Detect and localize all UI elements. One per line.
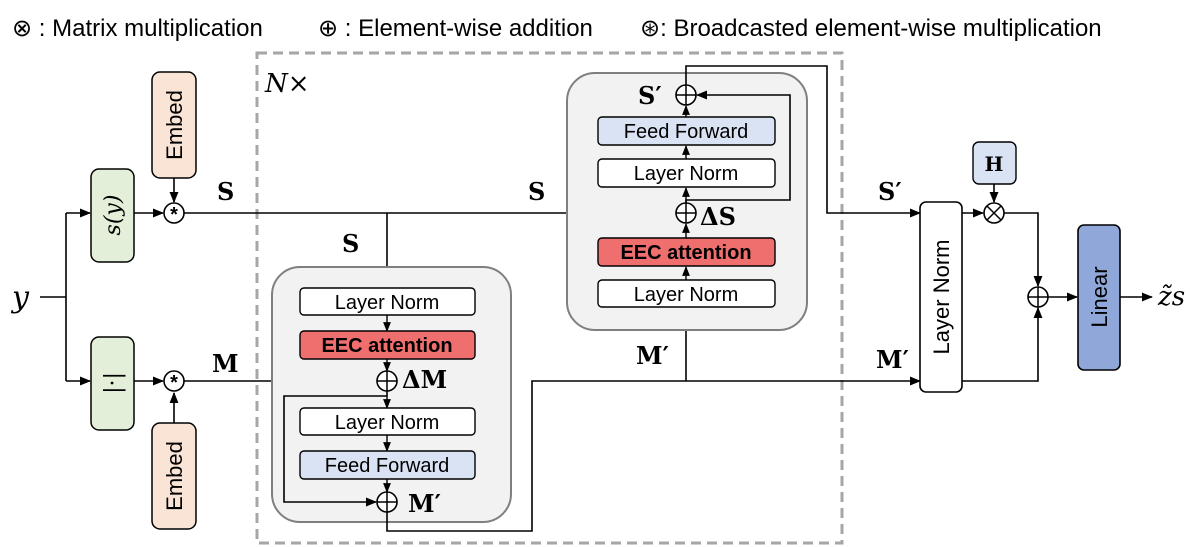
- label-Mp-1: M′: [408, 489, 441, 518]
- H-label: H: [985, 152, 1004, 176]
- legend-add: ⊕ : Element-wise addition: [318, 15, 593, 42]
- abs-label: |·|: [101, 372, 126, 394]
- linear-label: Linear: [1087, 266, 1112, 327]
- edge-matmul-add: [1004, 212, 1043, 288]
- bcast-mult-bottom-icon: *: [163, 370, 185, 394]
- embed-top-label: Embed: [162, 90, 187, 160]
- output-z: z̃s: [1157, 282, 1185, 312]
- s-add2-icon: [675, 84, 697, 106]
- svg-text:*: *: [170, 204, 178, 226]
- s-ln2-label: Layer Norm: [634, 284, 738, 306]
- edge-ln-M-add: [962, 306, 1043, 382]
- sy-box: [90, 168, 135, 263]
- legend-matmul: ⊗ : Matrix multiplication: [12, 15, 263, 42]
- label-dM: ΔM: [402, 365, 447, 394]
- label-Sp-2: S′: [878, 177, 902, 206]
- matmul-icon: [983, 202, 1005, 224]
- svg-text:*: *: [170, 372, 178, 394]
- input-y: y: [10, 280, 30, 315]
- m-ln2-label: Layer Norm: [335, 412, 439, 434]
- label-Mp-2: M′: [636, 341, 669, 370]
- abs-box: [90, 336, 135, 431]
- final-layernorm-box: [919, 201, 963, 393]
- m-add1-icon: [376, 370, 398, 392]
- legend-bcast: ⊛: Broadcasted element-wise multiplicati…: [640, 15, 1102, 42]
- label-S-1: S: [217, 177, 234, 206]
- repeat-label: N×: [264, 69, 310, 99]
- final-layernorm-label: Layer Norm: [929, 240, 954, 355]
- label-S-3: S: [342, 229, 359, 258]
- repeat-region: [255, 51, 844, 545]
- edge-m-residual: [283, 391, 388, 507]
- bcast-mult-top-icon: *: [163, 202, 185, 226]
- m-ln1-label: Layer Norm: [335, 292, 439, 314]
- label-dS: ΔS: [700, 202, 736, 231]
- s-ln1-label: Layer Norm: [634, 163, 738, 185]
- sy-label: s(y): [101, 195, 126, 236]
- s-ff-label: Feed Forward: [624, 121, 749, 143]
- m-ff-label: Feed Forward: [325, 455, 450, 477]
- label-Sp-1: S′: [638, 81, 662, 110]
- label-S-2: S: [528, 177, 545, 206]
- label-M-1: M: [212, 349, 239, 378]
- edge-Mp-out: [386, 376, 922, 532]
- embed-bottom-label: Embed: [162, 441, 187, 511]
- m-add2-icon: [376, 491, 398, 513]
- s-att-label: EEC attention: [620, 242, 751, 264]
- final-add-icon: [1027, 286, 1049, 308]
- label-Mp-3: M′: [876, 345, 909, 374]
- m-att-label: EEC attention: [321, 335, 452, 357]
- s-add1-icon: [675, 202, 697, 224]
- edge-Sp-out: [685, 65, 922, 218]
